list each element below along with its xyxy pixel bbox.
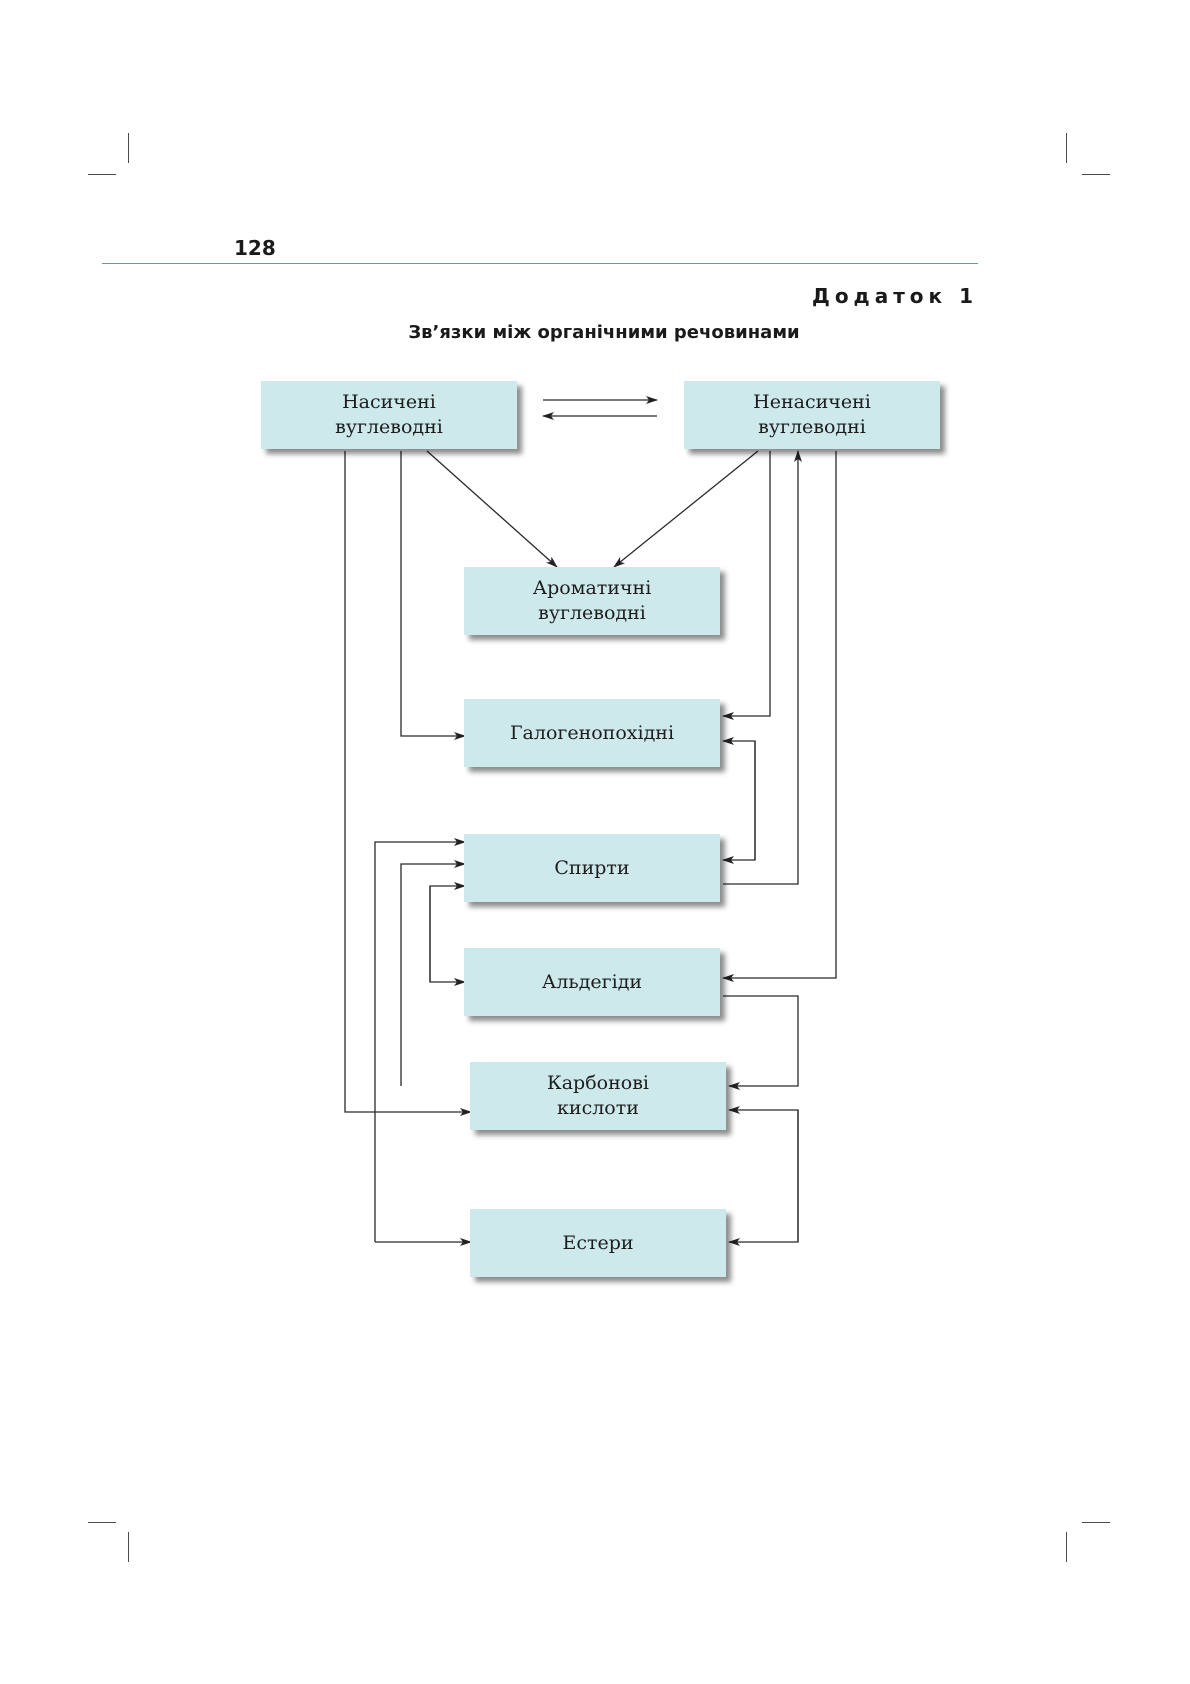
page-number: 128 xyxy=(234,236,276,260)
node-saturated-hydrocarbons: Насичені вуглеводні xyxy=(261,381,517,449)
node-esters: Естери xyxy=(470,1209,726,1277)
edge-aldehydes-to-carboxylic xyxy=(723,995,799,1090)
edge-saturated-to-carboxylic xyxy=(344,451,472,1116)
crop-mark xyxy=(1082,174,1110,175)
edge-aldehydes-to-alcohols xyxy=(429,882,466,982)
edge-halogen-to-alcohols xyxy=(722,741,756,864)
node-label-line: Ароматичні xyxy=(532,577,652,599)
crop-mark xyxy=(88,174,116,175)
crop-mark xyxy=(128,133,129,163)
node-alcohols: Спирти xyxy=(464,834,720,902)
node-aromatic-hydrocarbons: Ароматичні вуглеводні xyxy=(464,567,720,635)
node-label-line: Галогенопохідні xyxy=(509,721,675,744)
edge-alcohols-to-unsaturated xyxy=(723,450,802,885)
crop-mark xyxy=(1066,1532,1067,1562)
header-rule xyxy=(102,263,978,264)
edge-carboxylic-to-alcohols xyxy=(400,860,466,1086)
node-label-line: Ненасичені xyxy=(753,391,871,413)
node-label-line: вуглеводні xyxy=(538,602,646,624)
edge-carboxylic-to-esters xyxy=(728,1110,799,1246)
edge-saturated-to-halogen xyxy=(400,451,466,740)
node-label-line: Насичені xyxy=(342,391,436,413)
node-label-line: вуглеводні xyxy=(335,416,443,438)
node-carboxylic-acids: Карбонові кислоти xyxy=(470,1062,726,1130)
edge-unsaturated-to-aldehydes xyxy=(722,451,837,982)
edge-unsaturated-to-aromatic xyxy=(613,450,759,568)
node-label-line: Карбонові xyxy=(547,1072,649,1094)
node-label-line: Спирти xyxy=(554,856,630,879)
node-unsaturated-hydrocarbons: Ненасичені вуглеводні xyxy=(684,381,940,449)
crop-mark xyxy=(88,1522,116,1523)
node-aldehydes: Альдегіди xyxy=(464,948,720,1016)
appendix-label: Додаток 1 xyxy=(812,284,978,308)
edge-esters-to-alcohols xyxy=(374,838,466,1242)
node-label-line: Естери xyxy=(562,1231,634,1254)
edge-saturated-to-aromatic xyxy=(426,450,558,568)
diagram-title: Зв’язки між органічними речовинами xyxy=(408,322,800,343)
node-label-line: кислоти xyxy=(557,1097,639,1119)
edge-unsaturated-to-halogen xyxy=(722,451,771,720)
edge-alcohols-to-aldehydes xyxy=(429,886,466,986)
node-label-line: Альдегіди xyxy=(541,970,643,993)
edge-alcohols-to-halogen xyxy=(722,737,756,860)
crop-mark xyxy=(128,1532,129,1562)
node-halogen-derivatives: Галогенопохідні xyxy=(464,699,720,767)
node-label-line: вуглеводні xyxy=(758,416,866,438)
crop-mark xyxy=(1082,1522,1110,1523)
edge-esters-to-carboxylic xyxy=(728,1106,799,1242)
crop-mark xyxy=(1066,133,1067,163)
